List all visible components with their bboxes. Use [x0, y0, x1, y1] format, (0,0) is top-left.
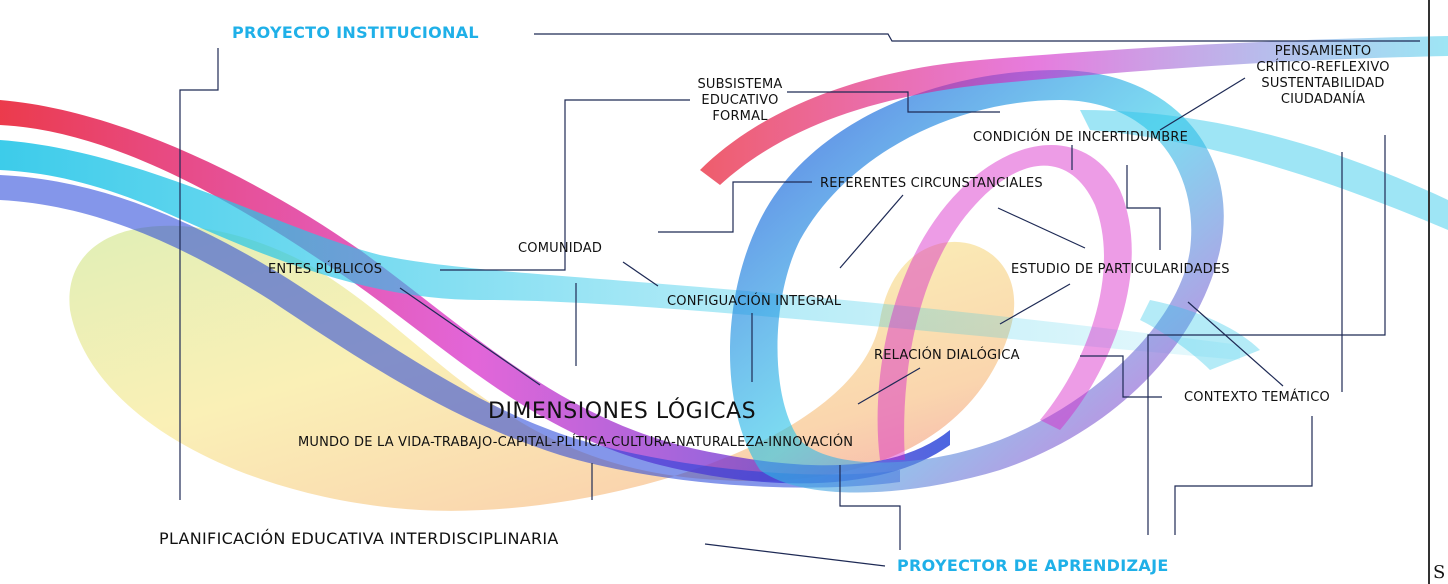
connector-estudio: [999, 283, 1071, 325]
edge-glyph: S: [1433, 562, 1446, 583]
label-dimensiones-logicas: DIMENSIONES LÓGICAS: [488, 399, 757, 424]
connector-proyecto-left: [179, 48, 219, 500]
connector-entes: [399, 287, 541, 386]
label-subsistema-educativo-formal: SUBSISTEMA EDUCATIVO FORMAL: [695, 77, 785, 125]
connector-referentes-diag: [839, 194, 904, 269]
ribbon-top-sweep: [700, 36, 1448, 185]
ribbon-loop-inner: [877, 145, 1132, 460]
label-contexto-tematico: CONTEXTO TEMÁTICO: [1184, 390, 1330, 405]
right-edge-rule: [1428, 0, 1430, 584]
label-pensamiento-line-4: CIUDADANÍA: [1280, 92, 1366, 107]
label-condicion-de-incertidumbre: CONDICIÓN DE INCERTIDUMBRE: [973, 130, 1189, 145]
connector-condicion-right: [1126, 165, 1161, 250]
label-pensamiento-block: PENSAMIENTO CRÍTICO-REFLEXIVO SUSTENTABI…: [1248, 44, 1398, 108]
ribbon-cyan-left: [0, 140, 1240, 360]
label-pensamiento-line-2: CRÍTICO-REFLEXIVO: [1256, 60, 1390, 75]
label-referentes-circunstanciales: REFERENTES CIRCUNSTANCIALES: [820, 176, 1043, 191]
label-planificacion-educativa: PLANIFICACIÓN EDUCATIVA INTERDISCIPLINAR…: [159, 529, 559, 548]
label-subsistema-line-1: SUBSISTEMA: [697, 77, 783, 92]
connector-estudio-right: [1187, 301, 1284, 387]
connector-pensamiento-down: [1147, 135, 1386, 535]
ribbon-right-cyan: [1080, 110, 1448, 230]
label-pensamiento-line-1: PENSAMIENTO: [1274, 44, 1372, 59]
label-subsistema-line-3: FORMAL: [712, 109, 768, 124]
label-proyector-de-aprendizaje: PROYECTOR DE APRENDIZAJE: [897, 556, 1169, 575]
connector-referentes: [658, 181, 812, 233]
connector-contexto-down: [1174, 416, 1313, 535]
connector-relacion-diag: [857, 367, 921, 405]
connector-subsistema-right: [787, 91, 1000, 113]
connector-proyecto-top: [534, 33, 1420, 42]
label-configuacion-integral: CONFIGUACIÓN INTEGRAL: [667, 294, 842, 309]
label-pensamiento-line-3: SUSTENTABILIDAD: [1261, 76, 1385, 91]
connector-pensamiento: [1159, 77, 1246, 131]
connector-proyector: [839, 465, 901, 550]
ribbon-red-upper: [0, 100, 950, 484]
color-ribbons: [0, 36, 1448, 511]
connector-lines: [179, 33, 1420, 567]
label-comunidad: COMUNIDAD: [518, 241, 603, 256]
connector-subsistema: [440, 99, 690, 271]
label-proyecto-institucional: PROYECTO INSTITUCIONAL: [232, 23, 479, 42]
ribbon-loop-large: [730, 70, 1224, 493]
label-subsistema-line-2: EDUCATIVO: [701, 93, 779, 108]
connector-relacion-right: [1080, 355, 1162, 398]
label-mundo-de-la-vida: MUNDO DE LA VIDA-TRABAJO-CAPITAL-PLÍTICA…: [298, 435, 854, 450]
connector-referentes-diag2: [997, 207, 1086, 249]
label-entes-publicos: ENTES PÚBLICOS: [268, 262, 383, 277]
label-estudio-de-particularidades: ESTUDIO DE PARTICULARIDADES: [1011, 262, 1230, 277]
label-relacion-dialogica: RELACIÓN DIALÓGICA: [874, 348, 1020, 363]
connector-planificacion: [704, 543, 886, 567]
connector-comunidad: [622, 261, 659, 287]
ribbon-blue-left: [0, 175, 900, 488]
